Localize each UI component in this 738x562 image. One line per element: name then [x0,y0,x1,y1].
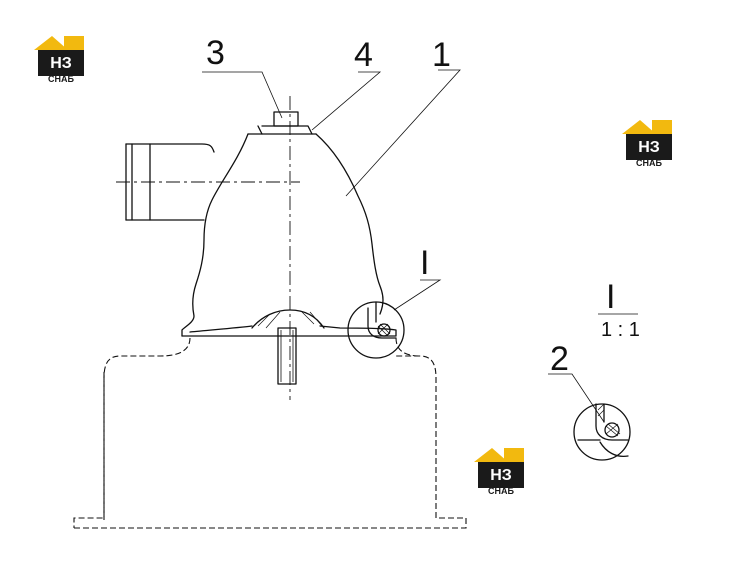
main-body-part-1 [125,111,397,385]
callout-1: 1 [432,36,451,74]
watermark-top-text: НЗ [50,55,72,72]
watermark-bottom-text: СНАБ [636,158,662,168]
watermark-logo-bottom: НЗ СНАБ [474,448,524,496]
detail-view-I [573,403,631,461]
watermark-logo-top-left: НЗ СНАБ [34,36,84,84]
watermark-top-text: НЗ [490,467,512,484]
callout-4: 4 [354,36,373,74]
axis-lines [116,96,300,400]
callout-2: 2 [550,340,569,378]
detail-view-label: I 1 : 1 [598,278,640,341]
callout-3: 3 [206,34,225,72]
watermark-top-text: НЗ [638,139,660,156]
detail-view-scale: 1 : 1 [601,319,640,341]
callout-detail-ref: I [420,244,429,282]
watermark-bottom-text: СНАБ [48,74,74,84]
watermark-bottom-text: СНАБ [488,486,514,496]
leader-lines [202,69,605,423]
detail-view-title: I [606,278,615,316]
lower-housing [73,337,467,529]
callout-labels: 3 4 1 I 2 [206,34,569,378]
detail-circle-main [347,301,405,359]
watermark-logo-top-right: НЗ СНАБ [622,120,672,168]
